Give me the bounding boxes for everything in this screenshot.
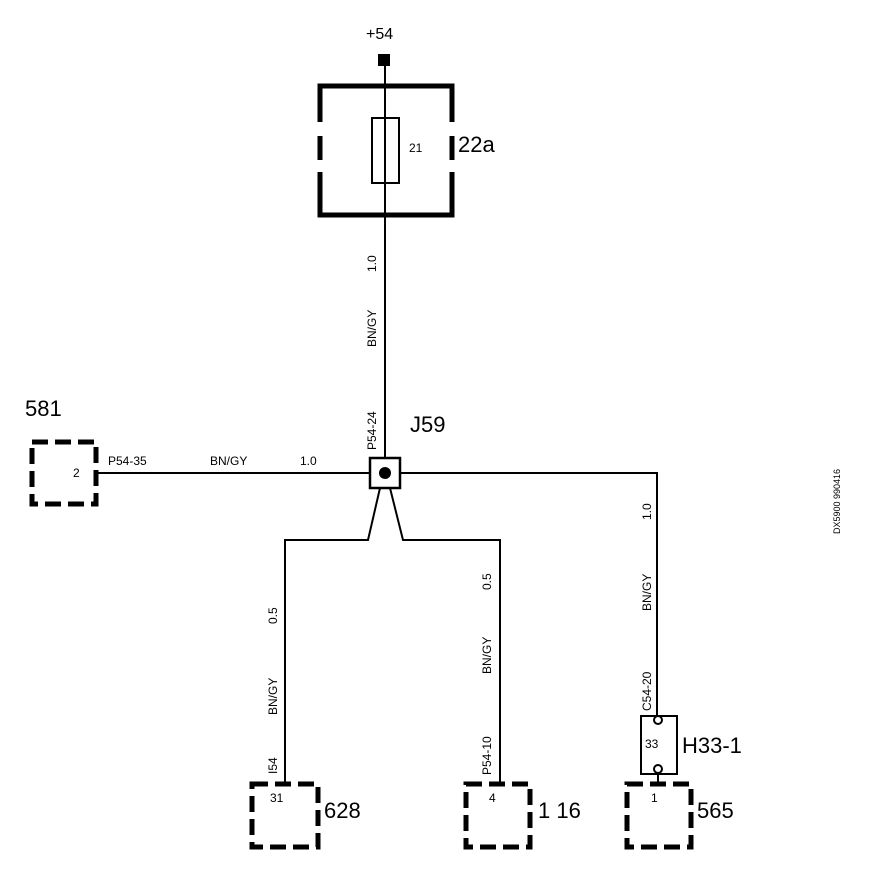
branch-565-pin: C54-20 <box>640 671 654 711</box>
c628-connector <box>249 781 321 850</box>
main-wire-pin: P54-24 <box>365 411 379 450</box>
branch-116-size: 0.5 <box>480 573 494 590</box>
doc-code: DX5900 990416 <box>832 469 842 534</box>
h33-top-terminal <box>653 715 663 725</box>
c581-label: 581 <box>25 396 62 421</box>
splice-node <box>379 467 391 479</box>
branch-628-size: 0.5 <box>266 607 280 624</box>
branch-628-wire <box>284 487 381 784</box>
c116-label: 1 16 <box>538 798 581 823</box>
left-wire-color: BN/GY <box>210 454 247 468</box>
fuse-box-label: 22a <box>458 132 495 157</box>
c116-connector <box>463 781 533 850</box>
fuse-number: 21 <box>409 141 423 155</box>
branch-116-color: BN/GY <box>480 637 494 674</box>
c565-connector <box>624 781 694 850</box>
c628-pin: 31 <box>270 791 284 805</box>
left-wire-size: 1.0 <box>300 454 317 468</box>
c565-pin: 1 <box>651 791 658 805</box>
main-wire-color: BN/GY <box>365 310 379 347</box>
h33-pin: 33 <box>645 737 659 751</box>
main-wire-size: 1.0 <box>365 255 379 272</box>
branch-116-pin: P54-10 <box>480 736 494 775</box>
branch-628-pin: I54 <box>266 757 280 774</box>
c628-label: 628 <box>324 798 361 823</box>
branch-565-color: BN/GY <box>640 574 654 611</box>
h33-bottom-terminal <box>653 764 663 774</box>
h33-label: H33-1 <box>682 733 742 758</box>
c581-connector <box>29 439 99 507</box>
supply-terminal <box>378 54 390 66</box>
c116-pin: 4 <box>489 791 496 805</box>
c565-label: 565 <box>697 798 734 823</box>
branch-565-size: 1.0 <box>640 503 654 520</box>
right-wire <box>400 472 658 716</box>
c581-pin: 2 <box>73 466 80 480</box>
supply-label: +54 <box>366 26 393 43</box>
branch-628-color: BN/GY <box>266 678 280 715</box>
branch-116-wire <box>389 487 501 784</box>
left-wire-pin: P54-35 <box>108 454 147 468</box>
splice-label: J59 <box>410 412 445 437</box>
